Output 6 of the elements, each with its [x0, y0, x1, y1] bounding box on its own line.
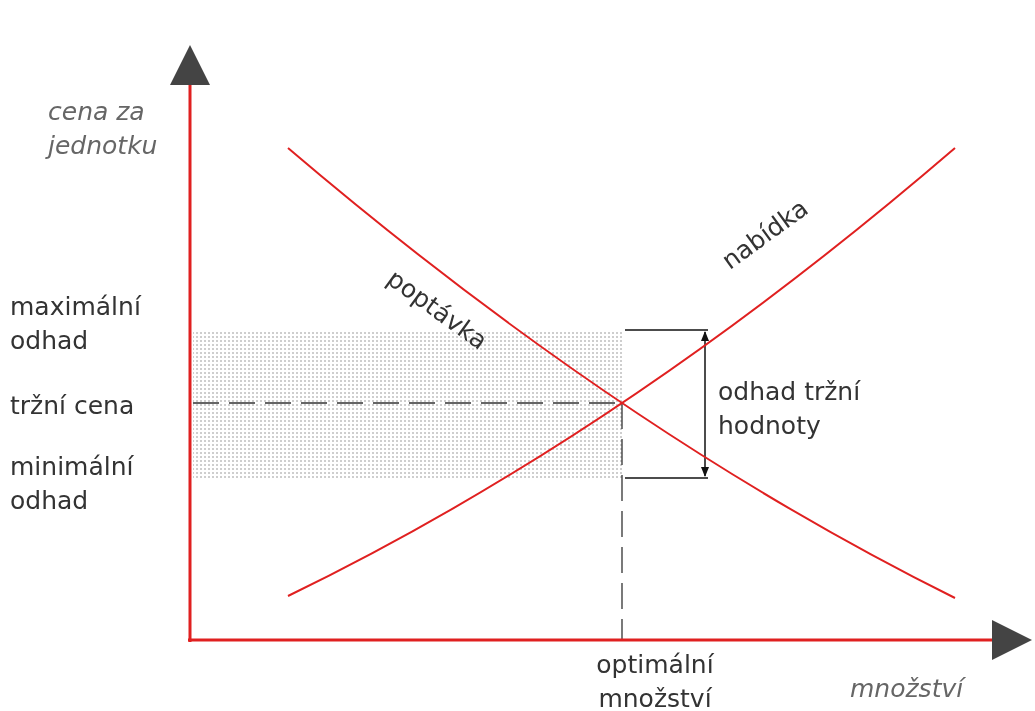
price-label: minimální odhad [10, 451, 135, 517]
axis-label: množství [850, 673, 967, 705]
quantity-label: optimální množství [595, 649, 715, 711]
price-label: maximální odhad [10, 291, 143, 357]
range-label: odhad tržní hodnoty [718, 376, 862, 442]
price-label: tržní cena [10, 390, 136, 422]
